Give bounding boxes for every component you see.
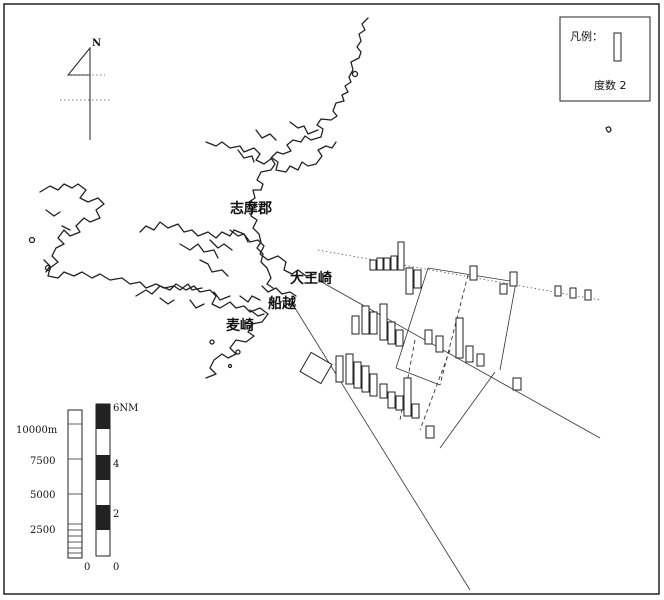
bar bbox=[476, 353, 485, 367]
bar bbox=[469, 265, 478, 281]
frequency-bars bbox=[299, 241, 592, 439]
place-label-mugisaki: 麦崎 bbox=[226, 317, 254, 334]
coastline-bay-north bbox=[205, 121, 337, 173]
bar bbox=[509, 271, 518, 287]
bar bbox=[376, 257, 384, 271]
coastline-south bbox=[135, 283, 297, 379]
scale-nm-tick-2: 2 bbox=[113, 509, 119, 520]
bar bbox=[299, 351, 333, 385]
scale-m-tick-10000: 10000m bbox=[16, 425, 58, 436]
bar bbox=[584, 289, 592, 301]
place-label-funakoshi: 船越 bbox=[268, 295, 297, 312]
coastline-west bbox=[39, 183, 203, 291]
bar bbox=[369, 259, 377, 271]
bar bbox=[424, 329, 433, 345]
bar bbox=[369, 373, 378, 397]
bar bbox=[512, 377, 522, 391]
cross-line-5 bbox=[419, 349, 451, 431]
connector-1 bbox=[395, 367, 441, 386]
bar bbox=[335, 355, 344, 383]
cross-line-2 bbox=[439, 274, 469, 386]
bar bbox=[455, 317, 464, 359]
bar bbox=[465, 345, 474, 363]
bar bbox=[397, 241, 405, 271]
scale-nm-zero: 0 bbox=[113, 562, 119, 573]
bar bbox=[403, 377, 412, 417]
coastline-central bbox=[139, 221, 317, 277]
transect-south bbox=[289, 299, 471, 591]
bar bbox=[390, 255, 398, 271]
scale-m-tick-2500: 2500 bbox=[30, 525, 55, 536]
bar bbox=[413, 269, 422, 289]
bar bbox=[569, 287, 577, 299]
bar bbox=[554, 285, 562, 297]
bar bbox=[405, 267, 414, 295]
legend-bar-label: 度数 2 bbox=[594, 78, 627, 92]
scale-bar-meters: 10000m 7500 5000 2500 0 bbox=[16, 409, 90, 573]
place-label-cape-daiozaki: 大王崎 bbox=[290, 270, 332, 287]
bar bbox=[369, 311, 378, 335]
bar bbox=[395, 395, 404, 411]
north-arrow-icon: N bbox=[60, 38, 112, 140]
scale-m-tick-5000: 5000 bbox=[30, 490, 55, 501]
bar bbox=[499, 283, 508, 295]
bar bbox=[379, 383, 388, 399]
small-island bbox=[605, 126, 612, 133]
scale-m-tick-7500: 7500 bbox=[30, 456, 55, 467]
scale-m-zero: 0 bbox=[84, 562, 90, 573]
place-label-district: 志摩郡 bbox=[230, 200, 272, 217]
bar bbox=[425, 425, 435, 439]
bar bbox=[351, 315, 360, 335]
legend-bar-symbol bbox=[613, 32, 622, 62]
bar bbox=[353, 361, 362, 389]
cross-line-3 bbox=[499, 281, 517, 371]
scale-nm-tick-6: 6NM bbox=[113, 403, 138, 414]
cross-line-6 bbox=[439, 371, 496, 449]
bar bbox=[345, 353, 354, 385]
bar bbox=[395, 329, 404, 347]
bar bbox=[383, 257, 391, 271]
bar bbox=[361, 305, 370, 335]
bar bbox=[361, 365, 370, 393]
bar bbox=[387, 391, 396, 409]
bar bbox=[387, 321, 396, 345]
coastline-east bbox=[248, 17, 369, 289]
bar bbox=[379, 303, 388, 341]
islets bbox=[28, 70, 359, 369]
map-frame bbox=[3, 3, 660, 595]
north-label: N bbox=[92, 38, 101, 49]
legend-title: 凡例： bbox=[570, 29, 603, 43]
scale-bar-nautical-miles: 6NM 4 2 0 bbox=[95, 403, 138, 573]
legend-box: 凡例： 度数 2 bbox=[559, 16, 651, 102]
cross-line-1 bbox=[395, 267, 429, 369]
bar bbox=[411, 403, 420, 419]
scale-nm-tick-4: 4 bbox=[113, 459, 119, 470]
bar bbox=[435, 335, 444, 353]
